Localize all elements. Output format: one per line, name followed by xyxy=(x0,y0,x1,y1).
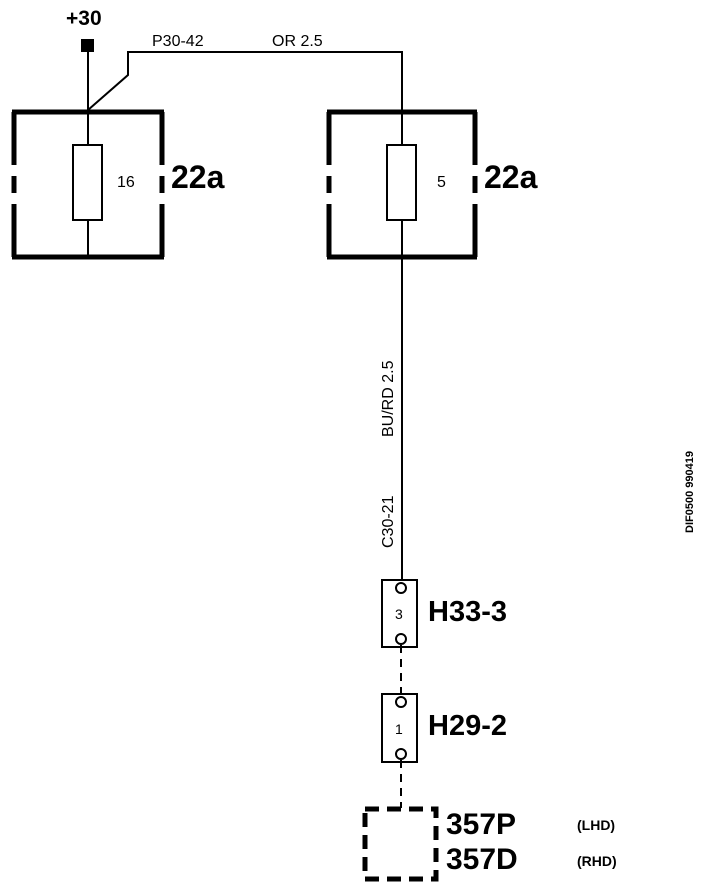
wire-c30-21-color-size: BU/RD 2.5 xyxy=(380,360,397,437)
wire-p30-42-id: P30-42 xyxy=(152,33,204,50)
connector-h33-3-name: H33-3 xyxy=(428,596,507,628)
connector-h29-2-pin: 1 xyxy=(395,721,403,737)
fuse-right-name: 22a xyxy=(484,159,538,195)
component-note-lhd: (LHD) xyxy=(577,817,615,833)
connector-h29-2-pin-bottom xyxy=(395,748,407,760)
connector-h33-3-pin: 3 xyxy=(395,606,403,622)
component-name-rhd: 357D xyxy=(446,843,518,876)
fuse-left-number: 16 xyxy=(117,174,135,191)
fuse-right-number: 5 xyxy=(437,174,446,191)
connector-h29-2-pin-top xyxy=(395,696,407,708)
component-name-lhd: 357P xyxy=(446,808,516,841)
connector-h29-2-name: H29-2 xyxy=(428,710,507,742)
connector-h33-3-pin-bottom xyxy=(395,633,407,645)
fuse-left-element xyxy=(72,144,103,221)
wire-p30-42-color-size: OR 2.5 xyxy=(272,33,323,50)
fuse-right-element xyxy=(386,144,417,221)
component-357-outline xyxy=(362,806,439,882)
component-note-rhd: (RHD) xyxy=(577,853,617,869)
wire-p30-42 xyxy=(87,51,403,112)
fuse-left-name: 22a xyxy=(171,159,225,195)
connector-h33-3-pin-top xyxy=(395,582,407,594)
wire-c30-21-id: C30-21 xyxy=(380,495,397,548)
supply-label: +30 xyxy=(66,7,102,30)
document-id: DIF0500 990419 xyxy=(684,451,696,533)
supply-terminal xyxy=(81,39,94,52)
fuse-box-right xyxy=(326,109,478,260)
